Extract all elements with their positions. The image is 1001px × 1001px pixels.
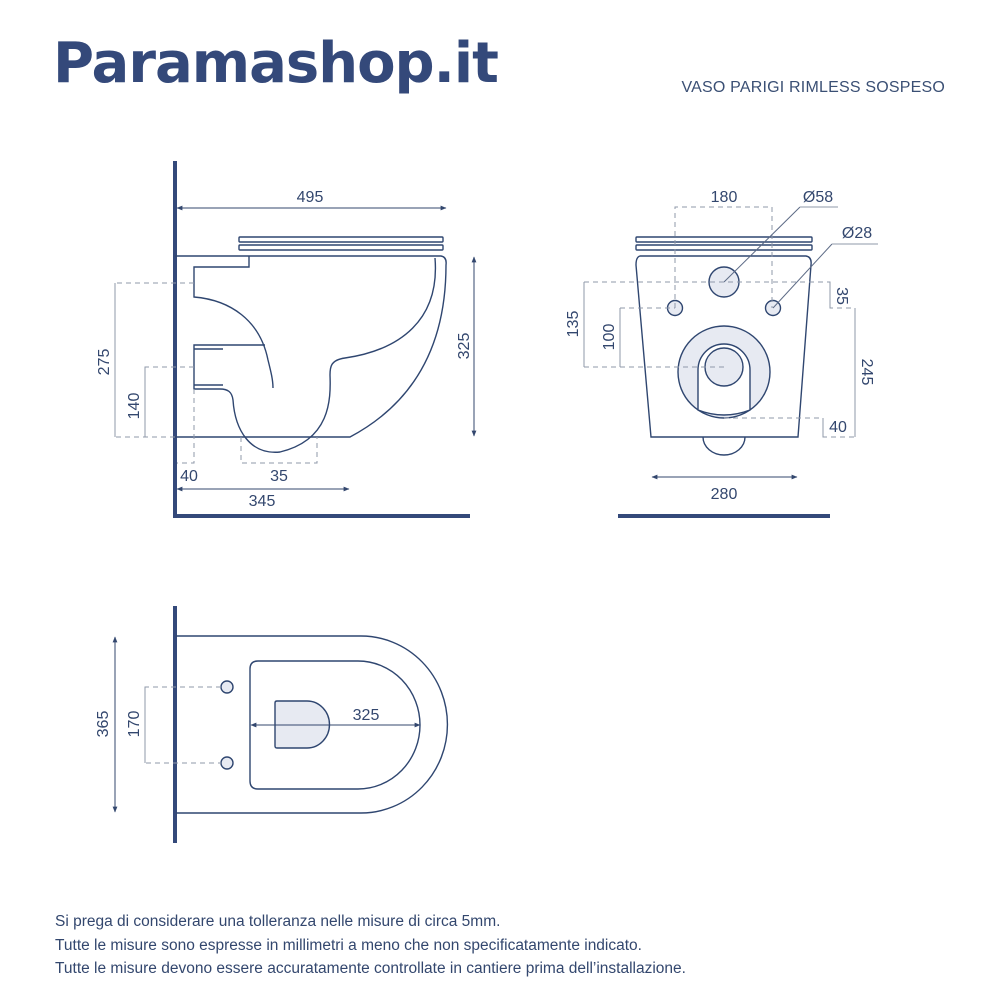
note-verify: Tutte le misure devono essere accuratame… (55, 960, 686, 977)
dim-inlet-height: 140 (126, 393, 143, 420)
side-view (173, 161, 470, 518)
product-title: VASO PARIGI RIMLESS SOSPESO (681, 79, 945, 96)
front-body (635, 255, 812, 438)
top-outline (176, 635, 449, 814)
seat-ring (238, 244, 444, 251)
front-seat-ring (635, 244, 813, 251)
note-units: Tutte le misure sono espresse in millime… (55, 936, 642, 954)
dim-bolt-to-outlet: 100 (601, 324, 618, 351)
dim-outlet-width: 35 (270, 468, 288, 485)
brand-logo: Paramashop.it (53, 31, 499, 96)
dim-wall-offset: 40 (180, 468, 198, 485)
dim-top-width: 365 (95, 711, 112, 738)
dim-bolt-to-floor: 245 (858, 359, 875, 386)
side-view-dimensions (114, 205, 477, 492)
dim-bolt-spacing: 180 (711, 189, 738, 206)
dim-outlet-height: 275 (96, 349, 113, 376)
top-seat-inner (249, 660, 421, 790)
seat-lid (238, 236, 444, 243)
front-view (618, 236, 830, 518)
dim-inlet-diameter: Ø58 (803, 189, 833, 206)
dim-outlet-distance: 345 (249, 493, 276, 510)
dim-inlet-to-outlet: 135 (565, 311, 582, 338)
bowl-outline (175, 255, 447, 438)
top-view-dimensions (112, 636, 421, 813)
top-bolt-lower (220, 756, 234, 770)
dim-front-width: 280 (711, 486, 738, 503)
dim-overall-length: 495 (297, 189, 324, 206)
dim-seat-length: 325 (353, 707, 380, 724)
top-bolt-upper (220, 680, 234, 694)
trap-bottom (702, 436, 746, 456)
front-view-dimensions (583, 206, 878, 480)
dim-height: 325 (456, 333, 473, 360)
notes-block: Si prega di considerare una tolleranza n… (55, 910, 686, 981)
dim-outlet-to-floor: 40 (829, 419, 847, 436)
dim-bolt-diameter: Ø28 (842, 225, 872, 242)
dim-top-bolt-spacing: 170 (126, 711, 143, 738)
note-tolerance: Si prega di considerare una tolleranza n… (55, 913, 501, 930)
dim-inlet-to-bolt: 35 (833, 287, 850, 305)
front-seat-lid (635, 236, 813, 243)
